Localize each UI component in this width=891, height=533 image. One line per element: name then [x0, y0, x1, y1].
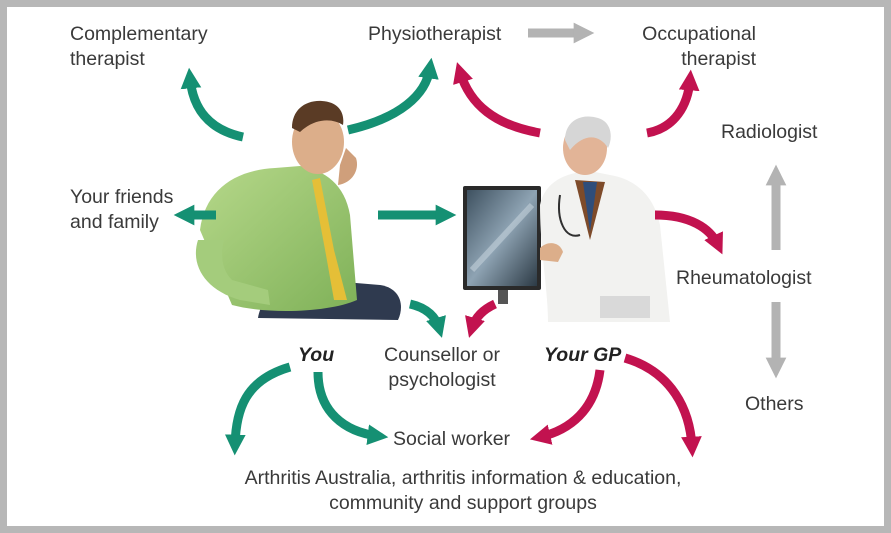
arrow-to-complementary: [180, 67, 245, 142]
gp-arrows: [453, 62, 723, 458]
xray-monitor-illustration: [463, 186, 541, 304]
patient-illustration: [195, 100, 401, 320]
arrow-to-rheumatologist: [654, 210, 723, 255]
referral-arrows: [528, 22, 787, 379]
arrow-to-physio-from-gp: [453, 62, 541, 138]
label-arthritis-groups: Arthritis Australia, arthritis informati…: [244, 467, 682, 514]
label-social-worker: Social worker: [393, 428, 511, 450]
arrow-gp-to-counsellor: [465, 299, 498, 338]
label-complementary-therapist: Complementary therapist: [70, 23, 208, 70]
label-others: Others: [745, 393, 804, 415]
label-friends-family: Your friends and family: [70, 186, 174, 233]
arrow-to-counsellor: [408, 299, 446, 338]
arrow-you-to-social: [313, 371, 389, 446]
label-occupational-therapist: Occupational therapist: [642, 23, 756, 70]
label-you: You: [298, 344, 335, 366]
label-radiologist: Radiologist: [721, 121, 818, 143]
arrow-gp-to-social: [529, 369, 605, 445]
arrow-to-occupational: [645, 69, 700, 138]
arrow-gp-to-arthritis: [623, 353, 702, 458]
label-rheumatologist: Rheumatologist: [676, 267, 812, 289]
label-physiotherapist: Physiotherapist: [368, 23, 502, 45]
label-counsellor-psychologist: Counsellor or psychologist: [384, 344, 500, 391]
label-your-gp: Your GP: [544, 344, 622, 366]
arrow-you-to-arthritis: [224, 362, 292, 456]
patient-arrows: [173, 57, 457, 456]
arrow-to-physiotherapist: [346, 57, 439, 135]
doctor-illustration: [540, 116, 670, 322]
